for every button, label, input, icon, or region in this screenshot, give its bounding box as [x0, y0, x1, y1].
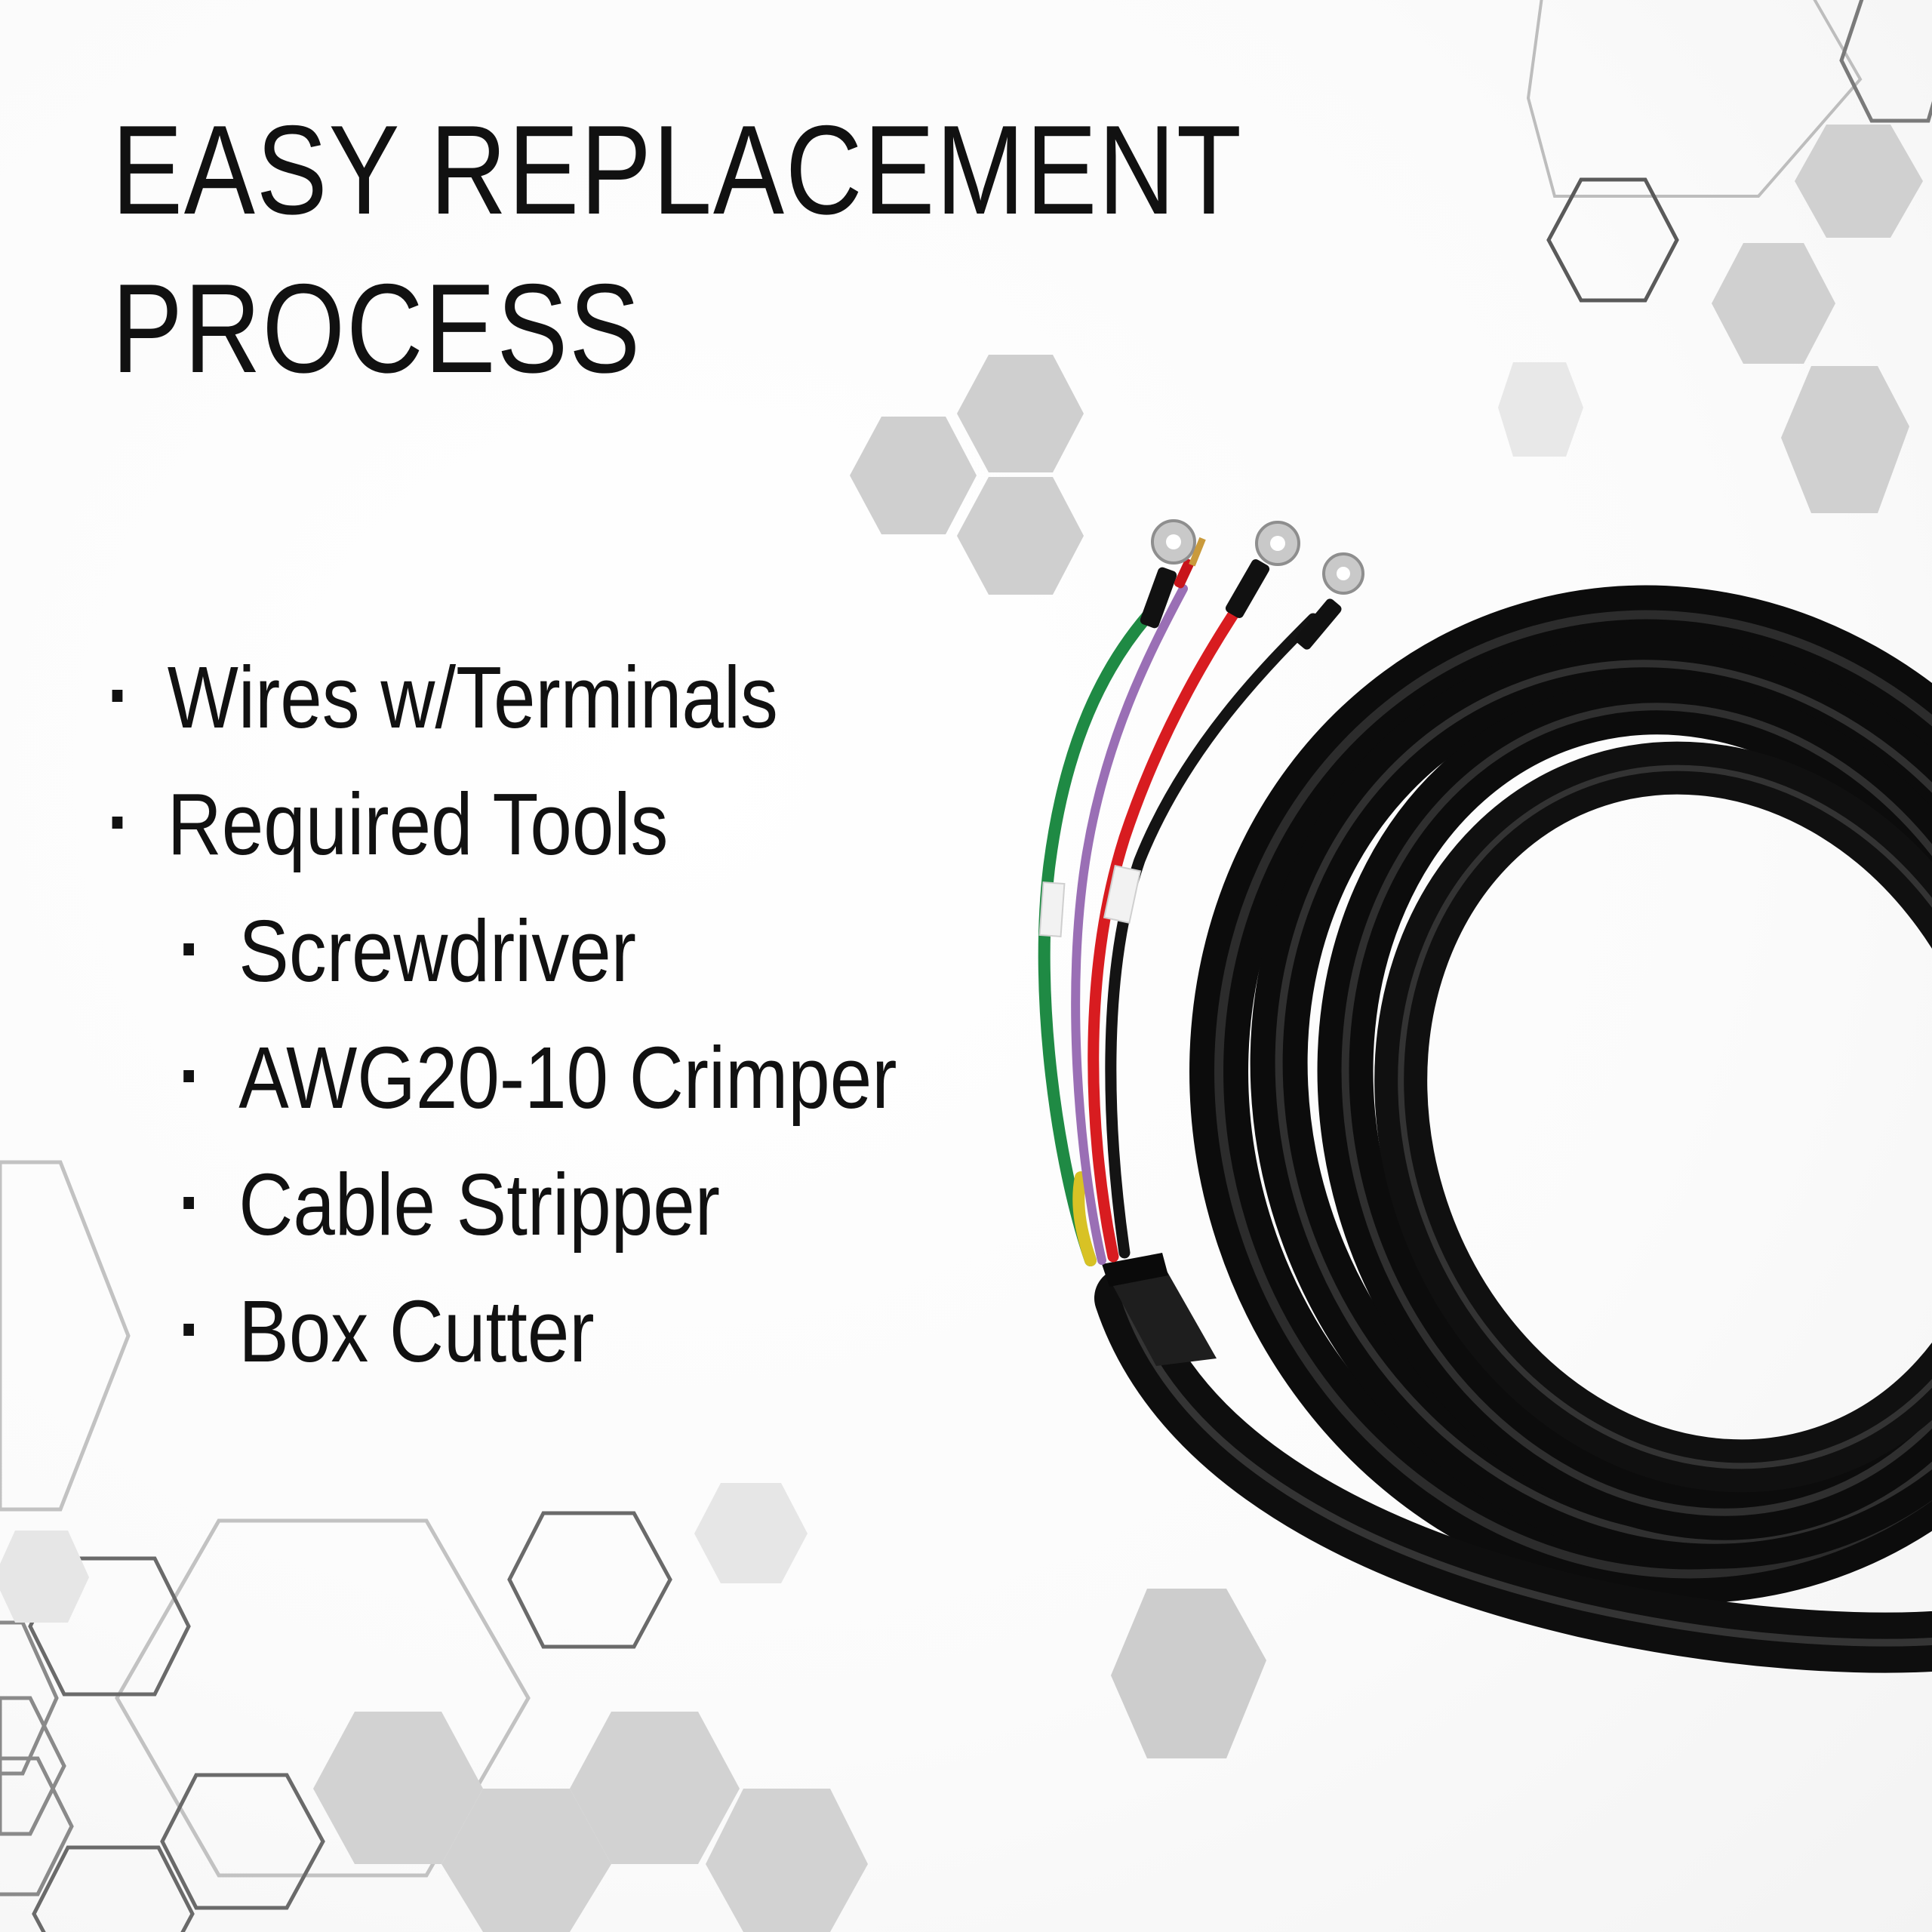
- wire-black: [1105, 613, 1319, 1259]
- wire-marker-band: [1038, 881, 1066, 937]
- bullet-square-icon: [183, 1070, 194, 1082]
- ring-terminal: [1151, 519, 1196, 565]
- hexagon-filled: [0, 1531, 89, 1623]
- list-item-text: Wires w/Terminals: [167, 648, 778, 746]
- list-item-text: Screwdriver: [238, 902, 636, 1000]
- hexagon-outline: [0, 1696, 66, 1836]
- list-item-text: AWG20-10 Crimper: [238, 1029, 897, 1127]
- list-item-text: Required Tools: [167, 775, 669, 873]
- title-line-2: PROCESS: [112, 257, 641, 399]
- hexagon-filled: [706, 1789, 868, 1932]
- bullet-square-icon: [183, 1324, 194, 1336]
- hexagon-filled: [1498, 362, 1583, 457]
- hexagon-filled: [313, 1712, 483, 1864]
- pin-terminal: [1189, 537, 1206, 567]
- hexagon-filled: [850, 417, 977, 534]
- wire-purple: [1071, 584, 1188, 1265]
- bullet-square-icon: [183, 1197, 194, 1209]
- hexagon-filled: [570, 1712, 740, 1864]
- hexagon-filled: [1743, 243, 1835, 364]
- feature-list: Wires w/Terminals Required Tools Screwdr…: [106, 634, 897, 1395]
- hexagon-filled: [1712, 243, 1743, 364]
- wire-red: [1088, 590, 1251, 1263]
- title-line-1: EASY REPLACEMENT: [112, 99, 1243, 241]
- hexagon-outline: [28, 1556, 191, 1697]
- list-item: Required Tools: [106, 761, 897, 888]
- hexagon-outline: [160, 1773, 325, 1910]
- hexagon-outline: [32, 1845, 195, 1932]
- list-item: Cable Stripper: [106, 1141, 897, 1268]
- list-item: AWG20-10 Crimper: [106, 1014, 897, 1141]
- list-item: Wires w/Terminals: [106, 634, 897, 761]
- list-item-text: Box Cutter: [238, 1282, 595, 1380]
- hexagon-filled: [1795, 125, 1923, 238]
- wire-marker-band: [1103, 865, 1142, 924]
- hexagon-filled: [1781, 366, 1909, 513]
- cable-sleeve: [1103, 1260, 1217, 1366]
- hexagon-filled: [694, 1483, 808, 1583]
- hexagon-filled: [441, 1789, 611, 1932]
- list-item: Screwdriver: [106, 888, 897, 1014]
- list-item: Box Cutter: [106, 1268, 897, 1395]
- bullet-square-icon: [112, 817, 123, 829]
- hexagon-filled: [957, 477, 1084, 595]
- ring-terminal: [1322, 552, 1364, 595]
- hexagon-outline: [1526, 0, 1863, 198]
- bullet-square-icon: [183, 943, 194, 955]
- page-title: EASY REPLACEMENT PROCESS: [112, 91, 1243, 408]
- hexagon-outline: [115, 1518, 531, 1878]
- hexagon-filled: [1111, 1589, 1266, 1758]
- hexagon-outline: [1839, 0, 1932, 123]
- hexagon-outline: [1546, 177, 1679, 303]
- ring-terminal: [1255, 521, 1300, 566]
- hexagon-outline: [507, 1511, 672, 1649]
- list-item-text: Cable Stripper: [238, 1155, 720, 1254]
- hexagon-outline: [0, 1160, 131, 1512]
- bullet-square-icon: [112, 690, 123, 702]
- hexagon-filled: [957, 355, 1084, 472]
- hexagon-outline: [0, 1756, 74, 1897]
